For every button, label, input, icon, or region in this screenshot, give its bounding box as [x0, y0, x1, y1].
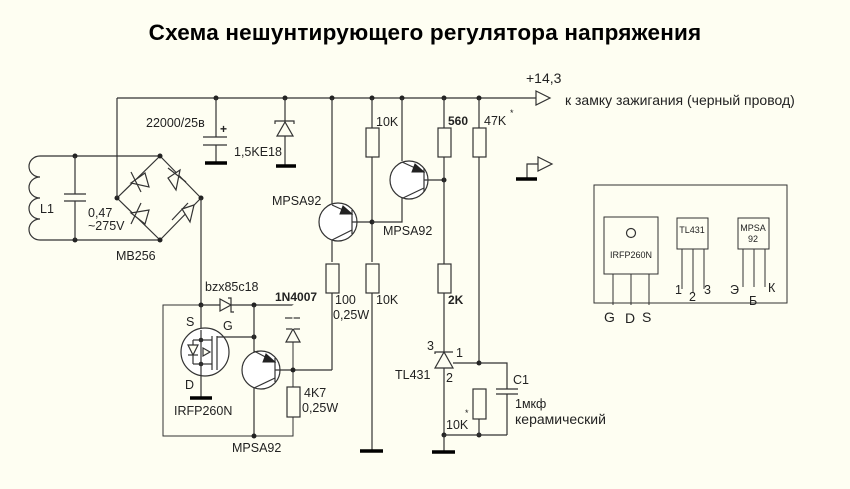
- pinout-irfp260n-pin-1: G: [604, 309, 615, 325]
- resistor-icon: [325, 263, 340, 294]
- tvs-diode: 1,5KE18: [234, 98, 296, 168]
- bridge-diode-icon: [129, 172, 150, 188]
- transistor-right-label: MPSA92: [383, 224, 432, 238]
- c1-label: C1: [513, 373, 529, 387]
- pinout-irfp260n-label: IRFP260N: [610, 250, 652, 260]
- supply-rail: +14,3 к замку зажигания (черный провод): [117, 70, 795, 108]
- tl431-pin2: 2: [446, 371, 453, 385]
- pinout-mpsa92-pin-k: К: [768, 281, 776, 295]
- resistor-10k-mid: 10K: [360, 263, 399, 453]
- tl431-label: TL431: [395, 368, 430, 382]
- tvs-label: 1,5KE18: [234, 145, 282, 159]
- diagram-title: Схема нешунтирующего регулятора напряжен…: [148, 20, 702, 45]
- resistor-10k-top: 10K: [365, 98, 399, 262]
- diode-1n4007-label: 1N4007: [275, 290, 317, 304]
- pinout-tl431-label: TL431: [679, 225, 705, 235]
- resistor-47k-value: 47K: [484, 114, 507, 128]
- bridge-rectifier: MB256: [114, 98, 204, 305]
- inductor-l1: L1: [28, 153, 160, 243]
- tvs-diode-icon: [275, 120, 295, 137]
- capacitor-main: + 22000/25в: [146, 98, 227, 165]
- pnp-transistor-icon: [318, 202, 358, 242]
- pinout-mpsa92-pin-e: Э: [730, 283, 739, 297]
- c1-value: 1мкф: [515, 397, 546, 411]
- resistor-2k-value: 2K: [448, 293, 464, 307]
- resistor-4k7-power: 0,25W: [302, 401, 338, 415]
- pinout-tl431-pin-3: 3: [704, 283, 711, 297]
- resistor-560-value: 560: [448, 114, 468, 128]
- bridge-diode-icon: [181, 204, 195, 224]
- supply-destination-label: к замку зажигания (черный провод): [565, 92, 795, 108]
- resistor-4k7-value: 4K7: [304, 386, 326, 400]
- diode-1n4007-icon: [284, 327, 302, 343]
- pinout-tl431-pin-1: 1: [675, 283, 682, 297]
- resistor-2k: 2K: [437, 263, 464, 352]
- transistor-mpsa92-left: MPSA92: [272, 98, 372, 262]
- inductor-coil-icon: [28, 155, 41, 241]
- capacitor-ac: 0,47 ~275V: [64, 156, 125, 240]
- pinout-mpsa92: MPSA 92 Э Б К: [730, 217, 776, 308]
- mosfet-pin-d: D: [185, 378, 194, 392]
- transistor-bottom-label: MPSA92: [232, 441, 281, 455]
- zener-diode-icon: [219, 297, 233, 313]
- resistor-icon: [365, 263, 380, 294]
- resistor-10k-bottom-value: 10K: [446, 418, 469, 432]
- driver-block: bzx85c18 1N4007 S G D IRFP260N: [162, 280, 338, 455]
- pinout-tl431-pin-2: 2: [689, 290, 696, 304]
- capacitor-c1: C1 1мкф керамический: [479, 362, 606, 435]
- resistor-100-value: 100: [335, 293, 356, 307]
- pinout-mpsa92-label-line1: MPSA: [740, 223, 766, 233]
- mounting-hole-icon: [625, 227, 637, 239]
- pinout-irfp260n-pin-3: S: [642, 309, 651, 325]
- resistor-47k: 47K *: [472, 98, 514, 363]
- inductor-label: L1: [40, 202, 54, 216]
- tl431-pin3: 3: [427, 339, 434, 353]
- resistor-icon: [472, 388, 487, 420]
- transistor-mpsa92-right: MPSA92: [372, 98, 447, 238]
- resistor-icon: [437, 127, 452, 158]
- pinout-box: IRFP260N G D S TL431 1 2 3 MPSA 92 Э: [593, 184, 788, 326]
- supply-output-arrow-icon: [535, 90, 552, 106]
- capacitor-ac-value: 0,47: [88, 206, 112, 220]
- ground-output-symbol: [516, 156, 554, 181]
- capacitor-main-polarity: +: [220, 122, 227, 136]
- pnp-transistor-icon: [389, 160, 429, 200]
- pinout-tl431: TL431 1 2 3: [675, 217, 711, 304]
- resistor-10k-bottom: 10K *: [446, 388, 487, 435]
- resistor-47k-mark: *: [510, 108, 514, 118]
- pinout-mpsa92-pin-b: Б: [749, 294, 757, 308]
- resistor-10k-bottom-mark: *: [465, 408, 469, 418]
- tl431-shunt-icon: [433, 350, 455, 369]
- transistor-left-label: MPSA92: [272, 194, 321, 208]
- mosfet-pin-s: S: [186, 315, 194, 329]
- resistor-560: 560: [437, 98, 468, 264]
- resistor-icon: [286, 386, 301, 418]
- resistor-10k-mid-value: 10K: [376, 293, 399, 307]
- pinout-frame: [593, 184, 788, 304]
- resistor-icon: [437, 263, 452, 294]
- bridge-label: MB256: [116, 249, 156, 263]
- pinout-mpsa92-label-line2: 92: [748, 234, 758, 244]
- supply-voltage-label: +14,3: [526, 70, 562, 86]
- mosfet-pin-g: G: [223, 319, 233, 333]
- tl431: 3 1 2 TL431: [395, 339, 507, 454]
- zener-label: bzx85c18: [205, 280, 259, 294]
- resistor-icon: [472, 127, 487, 158]
- resistor-100-power: 0,25W: [333, 308, 369, 322]
- pnp-transistor-icon: [241, 350, 281, 390]
- mosfet-label: IRFP260N: [174, 404, 232, 418]
- resistor-icon: [365, 127, 380, 158]
- capacitor-ac-rating: ~275V: [88, 219, 125, 233]
- c1-type: керамический: [515, 411, 606, 427]
- pinout-irfp260n-pin-2: D: [625, 310, 635, 326]
- tl431-pin1: 1: [456, 346, 463, 360]
- capacitor-main-value: 22000/25в: [146, 116, 205, 130]
- resistor-100: 100 0,25W: [293, 263, 369, 371]
- pinout-irfp260n: IRFP260N G D S: [603, 216, 659, 326]
- resistor-10k-top-value: 10K: [376, 115, 399, 129]
- ground-output-arrow-icon: [537, 156, 554, 172]
